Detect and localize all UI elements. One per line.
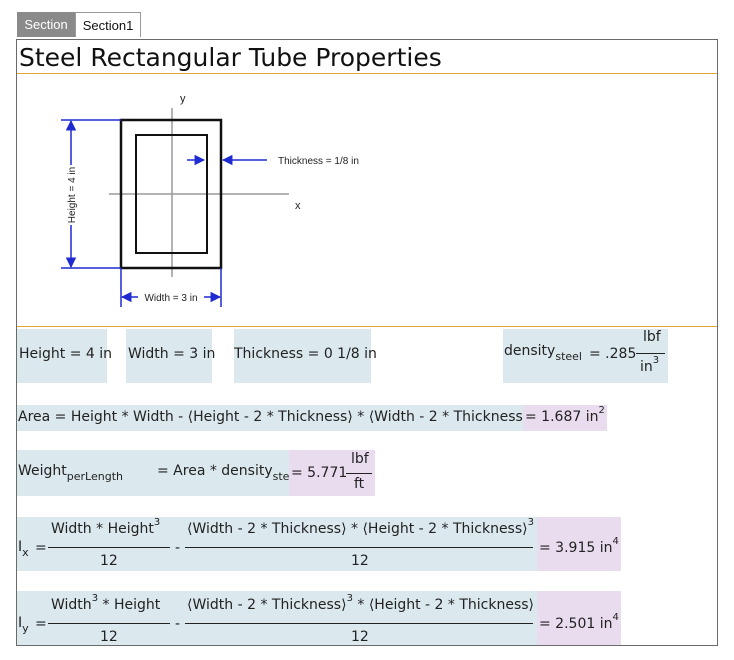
tube-cross-section-diagram: y x Thickness = 1/8 in Height = 4 in Wid… (61, 93, 359, 307)
thickness-input[interactable]: Thickness = 0 1/8 in (234, 329, 377, 383)
height-label: Height = 4 in (67, 167, 78, 223)
height-input[interactable]: Height = 4 in (17, 329, 112, 383)
density-input[interactable]: densitysteel = .285 lbf in3 (503, 329, 668, 383)
weight-expression[interactable]: WeightperLength = Area * densitysteel (17, 450, 299, 496)
ix-expression[interactable]: Ix = Width * Height3 12 - ⟨Width - 2 * T… (17, 517, 537, 571)
tab-section1[interactable]: Section1 (75, 12, 141, 37)
tube-inner-wall (135, 134, 208, 254)
diagram-divider (17, 326, 717, 327)
worksheet: Steel Rectangular Tube Properties y x Th… (16, 39, 718, 646)
title-divider (17, 73, 717, 74)
width-input[interactable]: Width = 3 in (126, 329, 215, 383)
iy-result: = 2.501 in4 (537, 591, 621, 645)
thickness-label: Thickness = 1/8 in (278, 156, 359, 167)
tab-section[interactable]: Section (17, 12, 75, 37)
width-label: Width = 3 in (144, 293, 197, 304)
page-title: Steel Rectangular Tube Properties (19, 43, 442, 72)
area-expression[interactable]: Area = Height * Width - ⟨Height - 2 * Th… (17, 405, 528, 431)
tube-outer-wall (119, 118, 223, 270)
y-axis-label: y (180, 93, 186, 105)
ix-result: = 3.915 in4 (537, 517, 621, 571)
x-axis-label: x (295, 200, 301, 212)
weight-result: = 5.771 lbf ft (289, 450, 375, 496)
iy-expression[interactable]: Iy = Width3 * Height 12 - ⟨Width - 2 * T… (17, 591, 537, 645)
area-result: = 1.687 in2 (523, 405, 607, 431)
tab-bar: Section Section1 (17, 12, 141, 38)
